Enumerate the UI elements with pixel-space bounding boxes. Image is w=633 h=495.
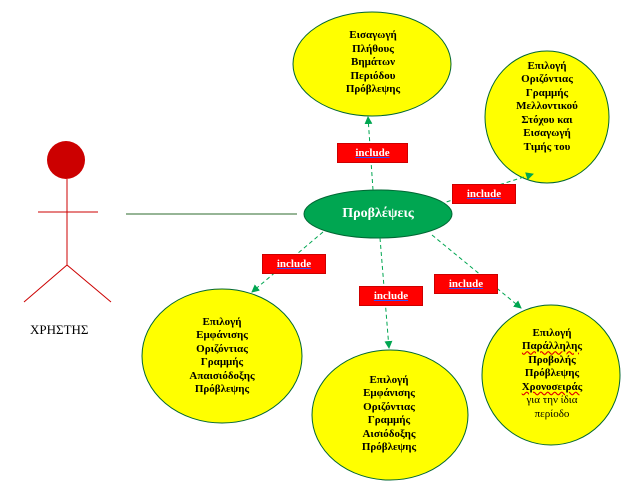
use-case-bottom-right-line6: για την ίδια — [526, 394, 578, 407]
use-case-bottom-left-label: Επιλογή Εμφάνισης Οριζόντιας Γραμμής Απα… — [189, 315, 255, 396]
use-case-top-ellipse[interactable] — [292, 11, 452, 117]
use-case-bottom-right-line2: Παράλληλης — [521, 340, 583, 353]
use-case-bottom-right-line4: Πρόβλεψης — [524, 367, 580, 380]
include-arrow-bottom-right — [431, 234, 522, 309]
use-case-top-right-label: Επιλογή Οριζόντιας Γραμμής Μελλοντικού Σ… — [516, 59, 578, 153]
include-label-top: include — [337, 143, 408, 163]
use-case-bottom-right-line5: Χρονοσειράς — [521, 380, 583, 393]
use-case-bottom-right-label: Επιλογή Παράλληλης Προβολής Πρόβλεψης Χρ… — [490, 322, 614, 426]
include-text-top: include — [355, 147, 390, 159]
use-case-top-right-ellipse[interactable] — [484, 50, 610, 184]
include-label-bottom-right: include — [434, 274, 498, 294]
use-case-bottom-right-line1: Επιλογή — [532, 326, 572, 339]
use-case-bottom-left-ellipse[interactable] — [141, 288, 303, 424]
actor-figure — [23, 141, 112, 303]
include-text-bottom-right: include — [448, 278, 484, 290]
use-case-center-label: Προβλέψεις — [342, 206, 414, 221]
actor-label: ΧΡΗΣΤΗΣ — [30, 322, 89, 337]
include-label-bottom-left: include — [262, 254, 326, 274]
actor-left-leg — [23, 264, 68, 303]
use-case-bottom-right-line3: Προβολής — [528, 353, 576, 366]
use-case-top-label: Εισαγωγή Πλήθους Βημάτων Περιόδου Πρόβλε… — [345, 29, 401, 96]
use-case-bottom-center-label: Επιλογή Εμφάνισης Οριζόντιας Γραμμής Αισ… — [361, 373, 417, 454]
actor-right-leg — [66, 264, 112, 303]
use-case-bottom-right-ellipse[interactable] — [481, 304, 621, 446]
include-text-bottom-left: include — [276, 258, 312, 270]
actor-head — [47, 141, 85, 179]
include-arrow-bottom-left — [251, 231, 324, 293]
include-text-bottom-center: include — [373, 290, 409, 302]
use-case-center-ellipse[interactable] — [303, 189, 453, 239]
include-text-top-right: include — [466, 188, 502, 200]
use-case-bottom-center-ellipse[interactable] — [311, 349, 469, 481]
include-arrow-bottom-center — [379, 237, 393, 349]
use-case-bottom-right-line7: περίοδο — [534, 407, 570, 420]
include-label-top-right: include — [452, 184, 516, 204]
include-label-bottom-center: include — [359, 286, 423, 306]
